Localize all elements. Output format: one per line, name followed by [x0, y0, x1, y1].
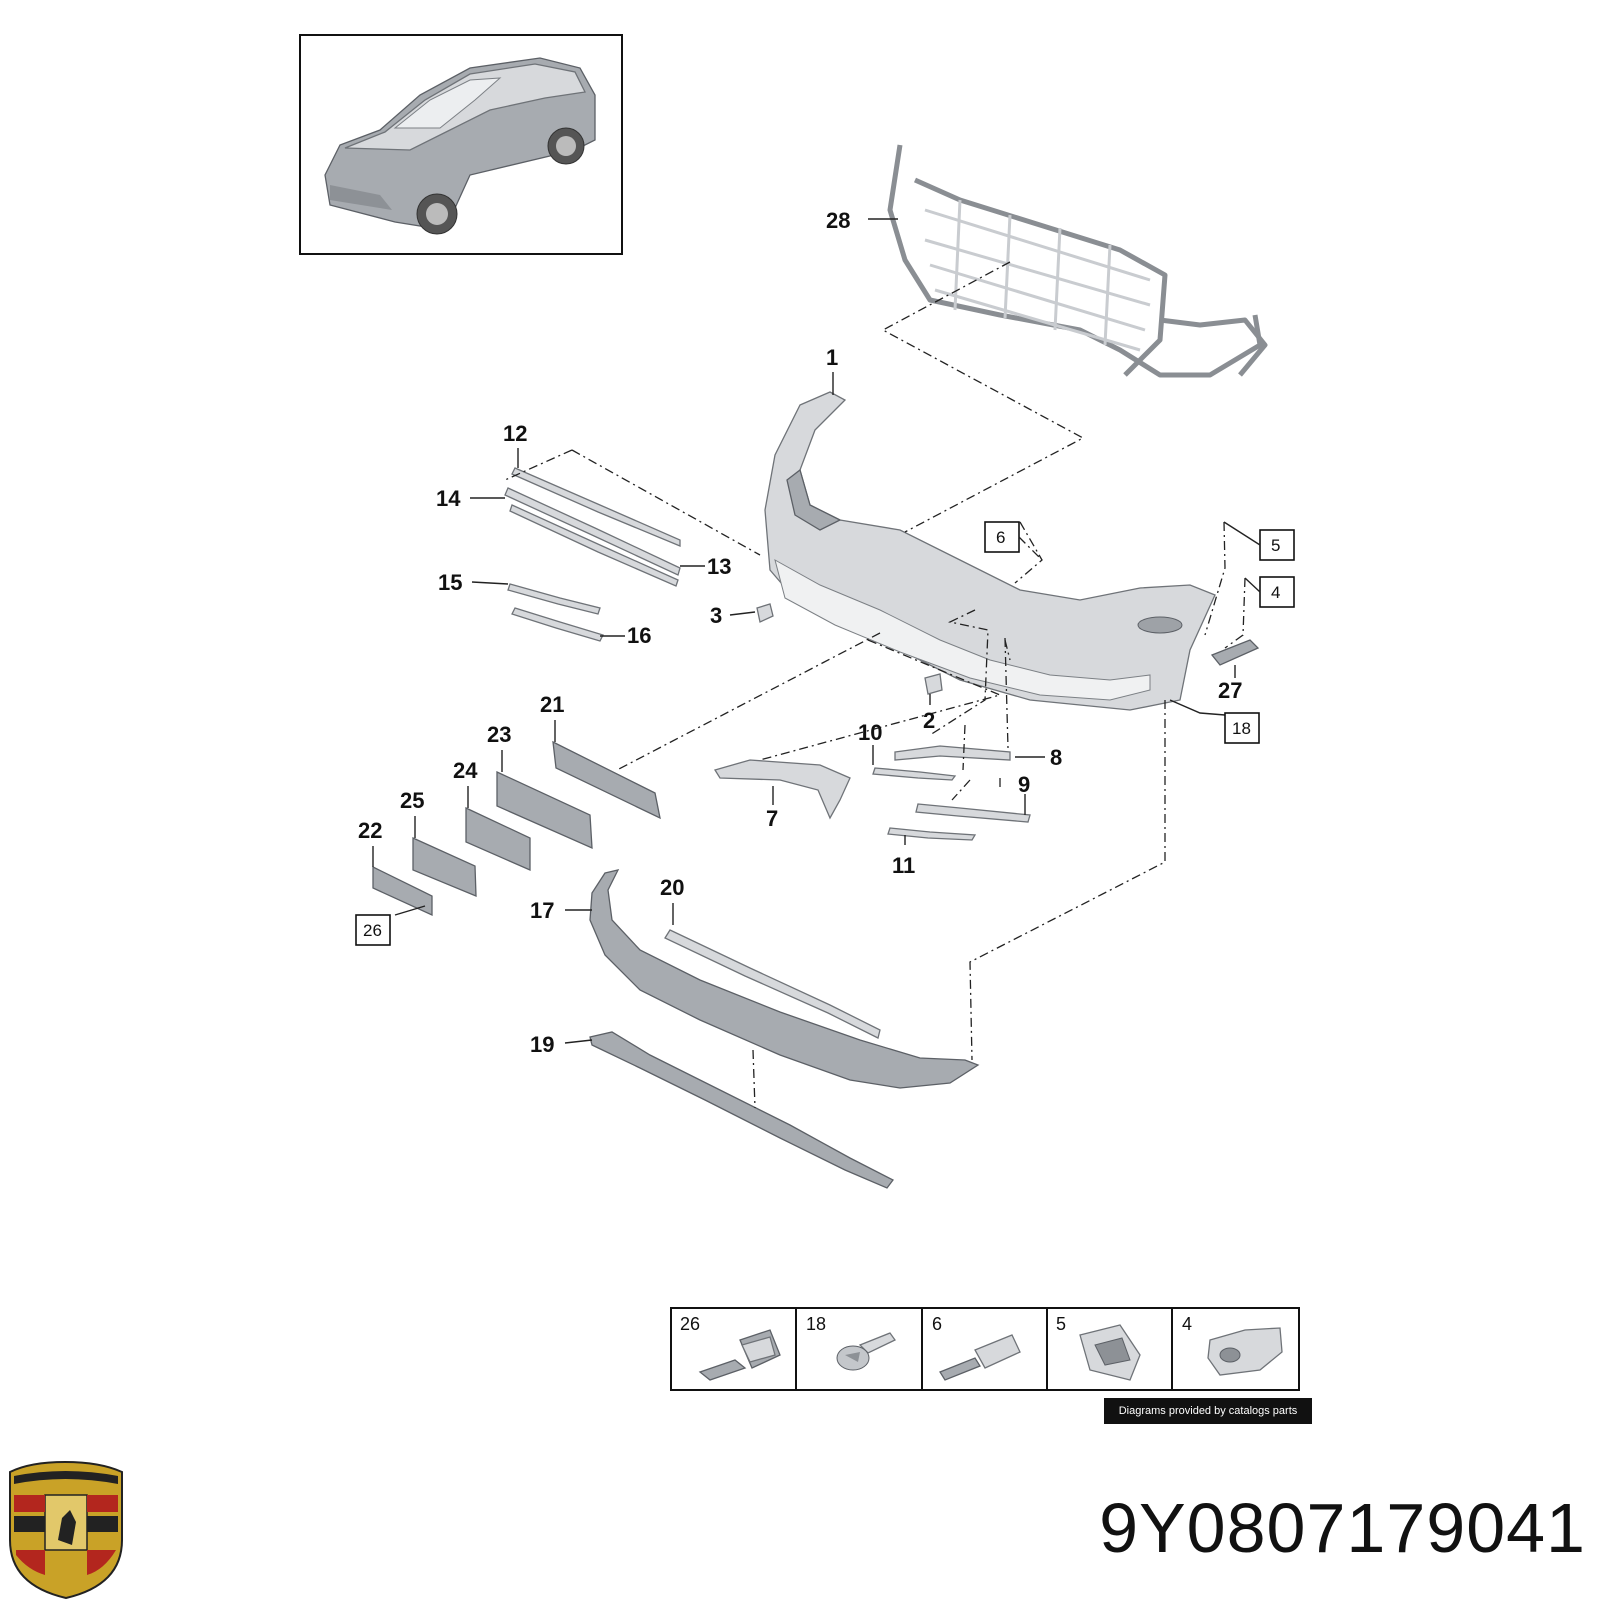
- legend-label-6: 6: [932, 1314, 942, 1334]
- boxed-callout-4: 4: [1259, 576, 1295, 608]
- boxed-callouts: 6 5 4 18 26: [355, 521, 1295, 946]
- part-bumper-cover: [764, 391, 1216, 711]
- legend-label-5: 5: [1056, 1314, 1066, 1334]
- boxed-callout-18: 18: [1224, 712, 1260, 744]
- callout-27: 27: [1218, 678, 1242, 703]
- boxed-callout-5: 5: [1259, 529, 1295, 561]
- legend-label-26: 26: [680, 1314, 700, 1334]
- callout-13: 13: [707, 554, 731, 579]
- expansion-rivet-icon: [698, 1329, 781, 1381]
- callout-23: 23: [487, 722, 511, 747]
- svg-text:4: 4: [1271, 583, 1280, 602]
- assembly-guide-lines: [504, 261, 1246, 1109]
- callout-3: 3: [710, 603, 722, 628]
- svg-text:18: 18: [1232, 719, 1251, 738]
- svg-text:26: 26: [363, 921, 382, 940]
- legend-label-18: 18: [806, 1314, 826, 1334]
- callout-numbers: 28 1 12 14 13 15 3 16 27 2 21 10 23 8 24…: [358, 208, 1242, 1057]
- svg-text:5: 5: [1271, 536, 1280, 555]
- part-small-caps: [756, 603, 943, 695]
- diagram-credit-label: Diagrams provided by catalogs parts: [1104, 1398, 1312, 1424]
- callout-14: 14: [436, 486, 461, 511]
- push-pin-clip-icon: [939, 1334, 1021, 1381]
- fastener-legend: 26 18 6 5 4: [670, 1307, 1300, 1391]
- flange-screw-icon: [836, 1332, 896, 1371]
- boxed-callout-6: 6: [984, 521, 1020, 553]
- callout-leaders: [372, 218, 1236, 1044]
- callout-21: 21: [540, 692, 564, 717]
- brand-crest-logo: [9, 1460, 123, 1600]
- callout-22: 22: [358, 818, 382, 843]
- callout-24: 24: [453, 758, 478, 783]
- part-number: 9Y0807179041: [1099, 1489, 1586, 1567]
- callout-20: 20: [660, 875, 684, 900]
- callout-12: 12: [503, 421, 527, 446]
- callout-16: 16: [627, 623, 651, 648]
- callout-9: 9: [1018, 772, 1030, 797]
- callout-15: 15: [438, 570, 462, 595]
- callout-8: 8: [1050, 745, 1062, 770]
- svg-text:6: 6: [996, 528, 1005, 547]
- part-lower-spoiler: [589, 869, 980, 1189]
- callout-19: 19: [530, 1032, 554, 1057]
- callout-17: 17: [530, 898, 554, 923]
- vehicle-thumbnail: [299, 34, 623, 255]
- callout-25: 25: [400, 788, 424, 813]
- callout-7: 7: [766, 806, 778, 831]
- mounting-bracket-icon: [1207, 1327, 1283, 1376]
- part-license-plate-brackets: [372, 740, 661, 917]
- callout-1: 1: [826, 345, 838, 370]
- part-trim-strips: [504, 467, 681, 642]
- callout-10: 10: [858, 720, 882, 745]
- bracket-clip-icon: [1079, 1324, 1141, 1381]
- part-lower-trims: [713, 745, 1031, 841]
- part-reflector: [1210, 639, 1260, 666]
- callout-2: 2: [923, 708, 935, 733]
- callout-28: 28: [826, 208, 850, 233]
- boxed-callout-26: 26: [355, 914, 391, 946]
- legend-label-4: 4: [1182, 1314, 1192, 1334]
- part-grille-carrier: [887, 144, 1268, 378]
- callout-11: 11: [892, 853, 915, 878]
